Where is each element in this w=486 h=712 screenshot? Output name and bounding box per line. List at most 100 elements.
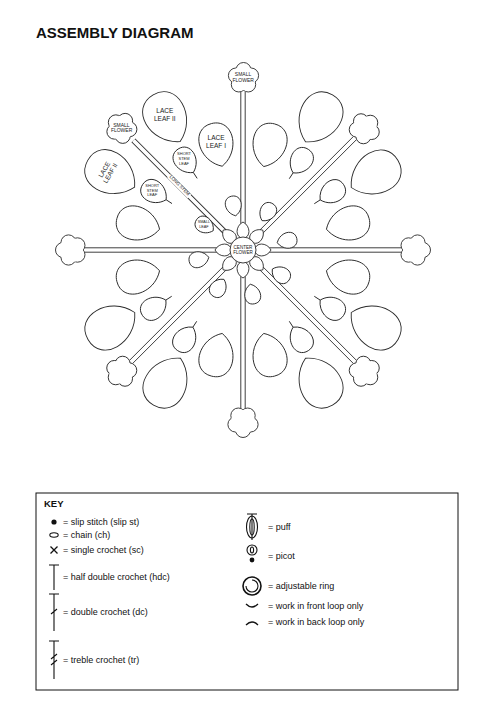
flower-outline (344, 351, 386, 393)
key-entry: = double crochet (dc) (63, 606, 148, 618)
outline-group (228, 63, 258, 92)
outline-group (193, 213, 218, 237)
motif (228, 408, 258, 437)
motif (113, 254, 164, 297)
flower-outline (401, 235, 430, 265)
flower-centre (104, 111, 139, 146)
stem-leaf-outline (280, 143, 317, 184)
leaf-outline (113, 254, 164, 297)
hdc-symbol (49, 565, 59, 590)
leaf-outline (135, 85, 198, 153)
spoke-line (85, 247, 219, 248)
key-box (36, 493, 458, 690)
leaf-outline (268, 262, 293, 286)
key-entry: = slip stitch (slip st) (63, 516, 139, 528)
short-stem-leaf: SHORT STEM LEAF (175, 150, 194, 168)
petal-outline (344, 107, 386, 149)
motif (341, 294, 409, 357)
stem-leaf-outline (308, 287, 349, 324)
chain-symbol (50, 533, 58, 537)
flower-centre (59, 238, 83, 262)
key-entry: = chain (ch) (63, 529, 110, 541)
mandala-illustration (56, 85, 431, 438)
stem-leaf-outline (136, 287, 177, 324)
motif (401, 235, 430, 265)
motif (280, 315, 317, 356)
motif (308, 176, 349, 213)
center-petal (255, 244, 271, 256)
node-text: SMALL FLOWER (233, 72, 254, 84)
leaf-outline (78, 142, 146, 205)
motif (287, 85, 350, 153)
motif (341, 142, 409, 205)
flower-outline (56, 235, 85, 265)
motif (78, 294, 146, 357)
center-petal (237, 222, 249, 238)
flower-centre (104, 354, 139, 389)
motif (243, 283, 263, 306)
small-leaf: SMALL LEAF (195, 218, 212, 231)
lace-leaf: LACE LEAF II (90, 162, 125, 181)
leaf-outline (341, 294, 409, 357)
petal-outline (100, 351, 142, 393)
motif (255, 200, 279, 225)
outline-group (78, 142, 146, 205)
leaf-outline (287, 85, 350, 153)
leaf-outline (224, 195, 244, 218)
flower-outline (228, 63, 258, 92)
tr-symbol (49, 641, 59, 679)
leaf-outline (135, 348, 198, 416)
stem-label: LONG STEM (167, 174, 191, 198)
motif (268, 262, 293, 286)
shape-label: SHORT STEM LEAF (177, 152, 192, 166)
shape-label: CENTER FLOWER (232, 245, 255, 256)
key-entry: = picot (268, 550, 295, 562)
center-petal (215, 244, 231, 256)
flower-centre (347, 354, 382, 389)
leaf-outline (247, 120, 290, 171)
leaf-outline (287, 348, 350, 416)
shape-label: SMALL FLOWER (233, 72, 254, 84)
motif (280, 143, 317, 184)
key-heading: KEY (44, 498, 64, 509)
leaf-outline (195, 329, 238, 380)
flower-outline (344, 107, 386, 149)
puff-symbol (247, 514, 258, 540)
node-text: SMALL LEAF (197, 220, 210, 229)
shape-label: SHORT STEM LEAF (145, 184, 160, 198)
short-stem-leaf: SHORT STEM LEAF (143, 182, 162, 200)
petal-outline (228, 63, 258, 92)
shape-label: LACE LEAF II (149, 107, 180, 122)
slip-stitch-symbol (51, 519, 56, 524)
small-flower: SMALL FLOWER (109, 116, 134, 140)
center-disc (230, 237, 256, 263)
spokes (85, 92, 401, 408)
spoke-line (240, 274, 241, 408)
shape-label: SMALL LEAF (197, 220, 210, 229)
flower-outline (100, 351, 142, 393)
diagram-title: ASSEMBLY DIAGRAM (36, 24, 194, 41)
motif (135, 348, 198, 416)
stitch-symbols (49, 514, 261, 679)
motif (276, 231, 299, 251)
petal-outline (100, 107, 142, 149)
node-text: LACE LEAF II (149, 107, 180, 122)
motif (113, 202, 164, 245)
petal-outline (401, 235, 430, 265)
shape-label: LACE LEAF I (203, 134, 229, 149)
motif (206, 275, 230, 300)
flower-centre (403, 238, 427, 262)
motif (169, 315, 206, 356)
motif (322, 202, 373, 245)
single-crochet-symbol (51, 547, 58, 554)
lace-leaf: LACE LEAF I (201, 132, 231, 151)
stem-leaf-outline (280, 315, 317, 356)
key-entry: = adjustable ring (268, 580, 334, 592)
leaf-outline (78, 294, 146, 357)
flower-centre (231, 66, 255, 90)
adjustable-ring-symbol (243, 577, 261, 595)
node-text: CENTER FLOWER (232, 245, 255, 256)
leaf-outline (193, 213, 218, 237)
